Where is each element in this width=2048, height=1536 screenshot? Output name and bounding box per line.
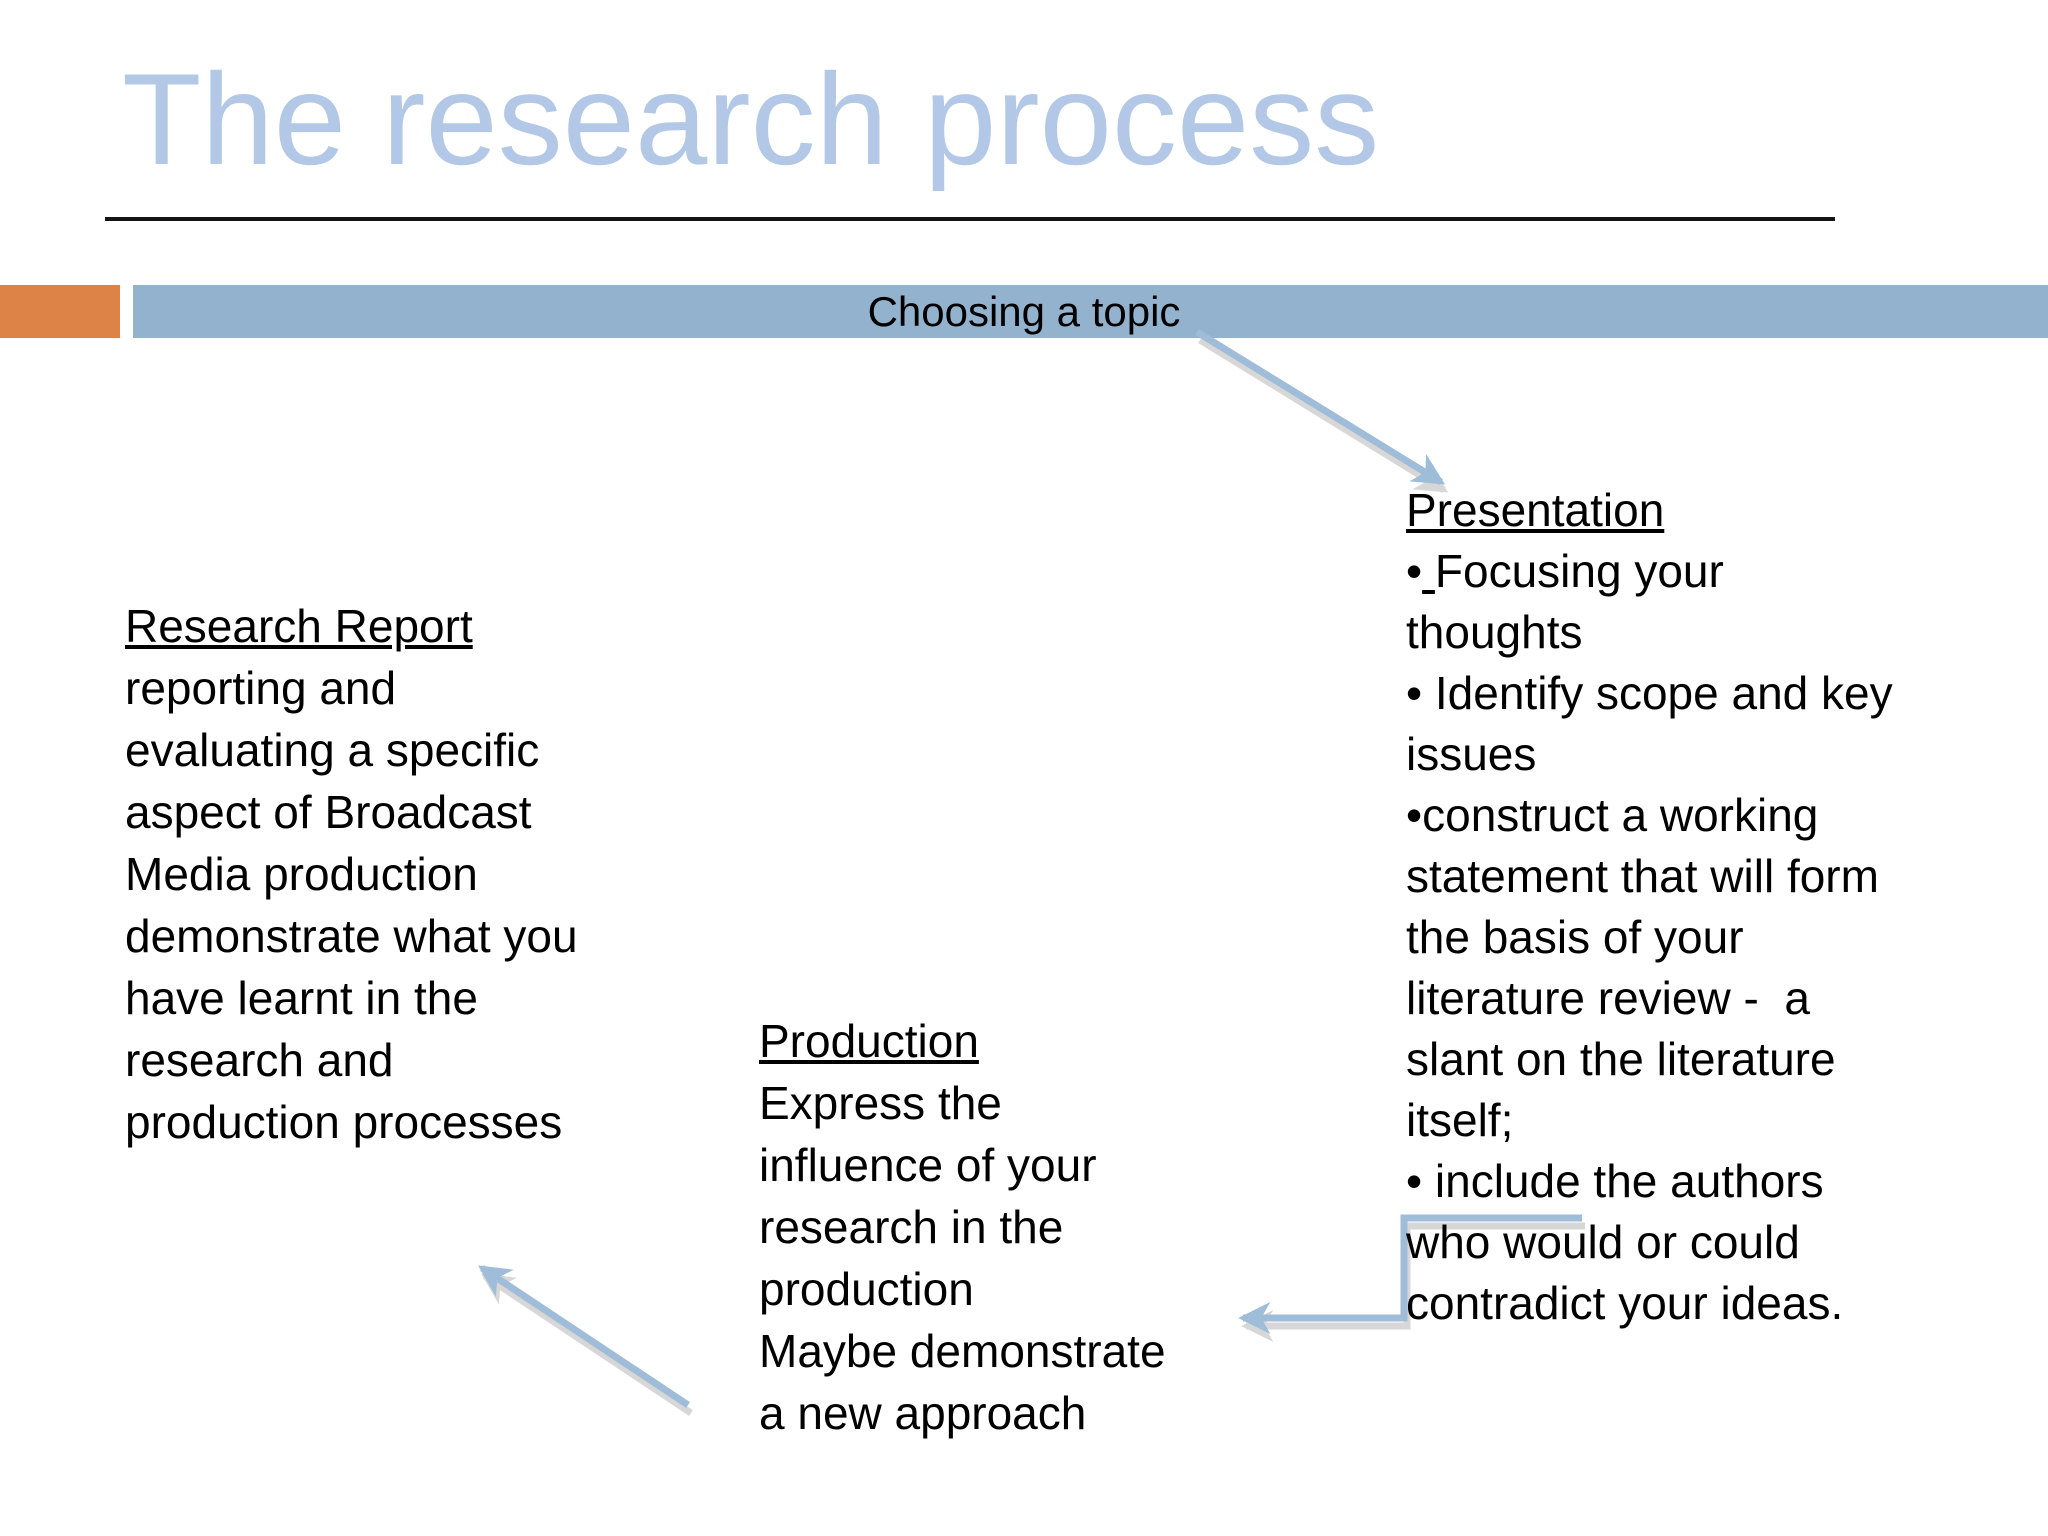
- text-line: influence of your: [759, 1139, 1097, 1191]
- text-line: literature review - a: [1406, 972, 1810, 1024]
- text-line: • Identify scope and key: [1406, 667, 1893, 719]
- text-line: Express the: [759, 1077, 1002, 1129]
- text-line: slant on the literature: [1406, 1033, 1836, 1085]
- text-line: thoughts: [1406, 606, 1583, 658]
- research-report-heading: Research Report: [125, 600, 473, 652]
- text-line: research and: [125, 1034, 394, 1086]
- bullet-focus-text: Focusing your: [1434, 545, 1724, 597]
- text-line: production: [759, 1263, 974, 1315]
- topic-banner-label: Choosing a topic: [867, 288, 1181, 335]
- text-line: production processes: [125, 1096, 563, 1148]
- text-line: •construct a working: [1406, 789, 1819, 841]
- text-line: research in the: [759, 1201, 1064, 1253]
- text-line: Media production: [125, 848, 478, 900]
- text-line: evaluating a specific: [125, 724, 540, 776]
- production-block: Production Express the influence of your…: [759, 1010, 1166, 1444]
- text-line: Maybe demonstrate: [759, 1325, 1166, 1377]
- bullet-glyph: •: [1406, 545, 1423, 597]
- text-line: reporting and: [125, 662, 397, 714]
- text-line: the basis of your: [1406, 911, 1744, 963]
- text-line: demonstrate what you: [125, 910, 578, 962]
- topic-banner: [133, 285, 2048, 338]
- text-line: issues: [1406, 728, 1537, 780]
- text-line: contradict your ideas.: [1406, 1277, 1844, 1329]
- text-line: statement that will form: [1406, 850, 1879, 902]
- arrow-topic-to-presentation: [1195, 329, 1446, 485]
- slide-title: The research process: [122, 46, 1380, 192]
- bullet-focus-line: • Focusing your: [1406, 541, 1893, 602]
- accent-bar: [0, 285, 120, 338]
- text-line: aspect of Broadcast: [125, 786, 532, 838]
- research-report-block: Research Report reporting and evaluating…: [125, 595, 578, 1153]
- arrow-production-to-research-report: [477, 1265, 690, 1408]
- presentation-heading: Presentation: [1406, 484, 1665, 536]
- presentation-block: Presentation • Focusing your thoughts • …: [1406, 480, 1893, 1334]
- text-line: have learnt in the: [125, 972, 478, 1024]
- text-line: • include the authors: [1406, 1155, 1824, 1207]
- text-line: a new approach: [759, 1387, 1087, 1439]
- underlined-space: [1422, 545, 1435, 597]
- text-line: itself;: [1406, 1094, 1514, 1146]
- text-line: who would or could: [1406, 1216, 1800, 1268]
- production-heading: Production: [759, 1015, 979, 1067]
- title-divider-line: [105, 217, 1835, 221]
